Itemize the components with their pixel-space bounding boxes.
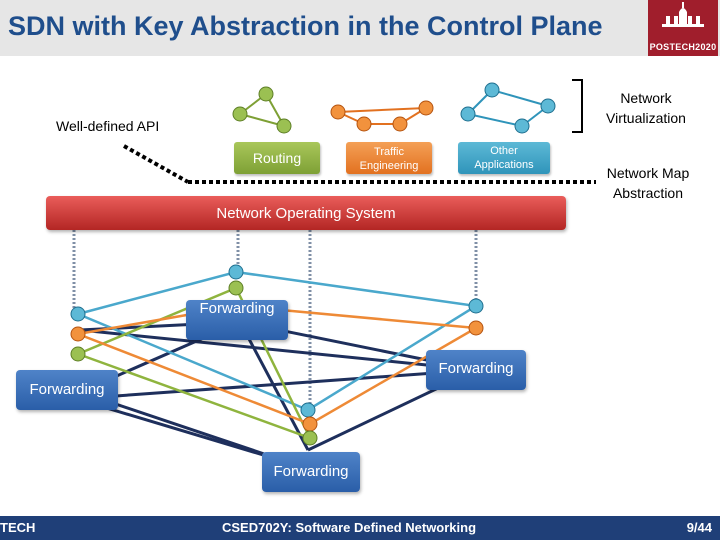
mapped-nodes <box>70 264 484 446</box>
page-number: 9/44 <box>686 520 712 535</box>
slide-title: SDN with Key Abstraction in the Control … <box>8 11 603 41</box>
traffic-engineering-label: Traffic Engineering <box>359 146 419 172</box>
postech-logo: POSTECH2020 <box>648 0 718 56</box>
forwarding-node-top[interactable]: Forwarding <box>186 300 288 340</box>
orange-virtual-graph <box>330 100 434 132</box>
nos-label: Network Operating System <box>216 204 396 222</box>
green-virtual-graph <box>232 86 292 134</box>
virtualization-brace <box>572 79 583 133</box>
title-bar: SDN with Key Abstraction in the Control … <box>0 0 720 56</box>
forwarding-node-right[interactable]: Forwarding <box>426 350 526 390</box>
control-channel-lines <box>72 230 478 412</box>
building-icon <box>662 2 704 27</box>
blue-virtual-graph <box>460 82 556 134</box>
footer-course: CSED702Y: Software Defined Networking <box>222 520 477 535</box>
routing-app[interactable]: Routing <box>234 142 320 174</box>
forwarding-node-left[interactable]: Forwarding <box>16 370 118 410</box>
logo-text: POSTECH2020 <box>649 42 717 52</box>
well-defined-api-label: Well-defined API <box>56 118 160 134</box>
other-applications-label: Other Applications <box>474 145 534 171</box>
forwarding-node-bottom[interactable]: Forwarding <box>262 452 360 492</box>
traffic-engineering-app[interactable]: Traffic Engineering <box>346 142 432 174</box>
network-virtualization-label: Network Virtualization <box>606 90 686 126</box>
api-line <box>123 144 189 184</box>
footer-org: TECH <box>0 520 36 535</box>
network-map-abstraction-label: Network Map Abstraction <box>606 165 690 201</box>
other-applications-app[interactable]: Other Applications <box>458 142 550 174</box>
routing-label: Routing <box>252 150 302 166</box>
network-operating-system[interactable]: Network Operating System <box>46 196 566 230</box>
footer-bar: TECH CSED702Y: Software Defined Networki… <box>0 516 720 540</box>
